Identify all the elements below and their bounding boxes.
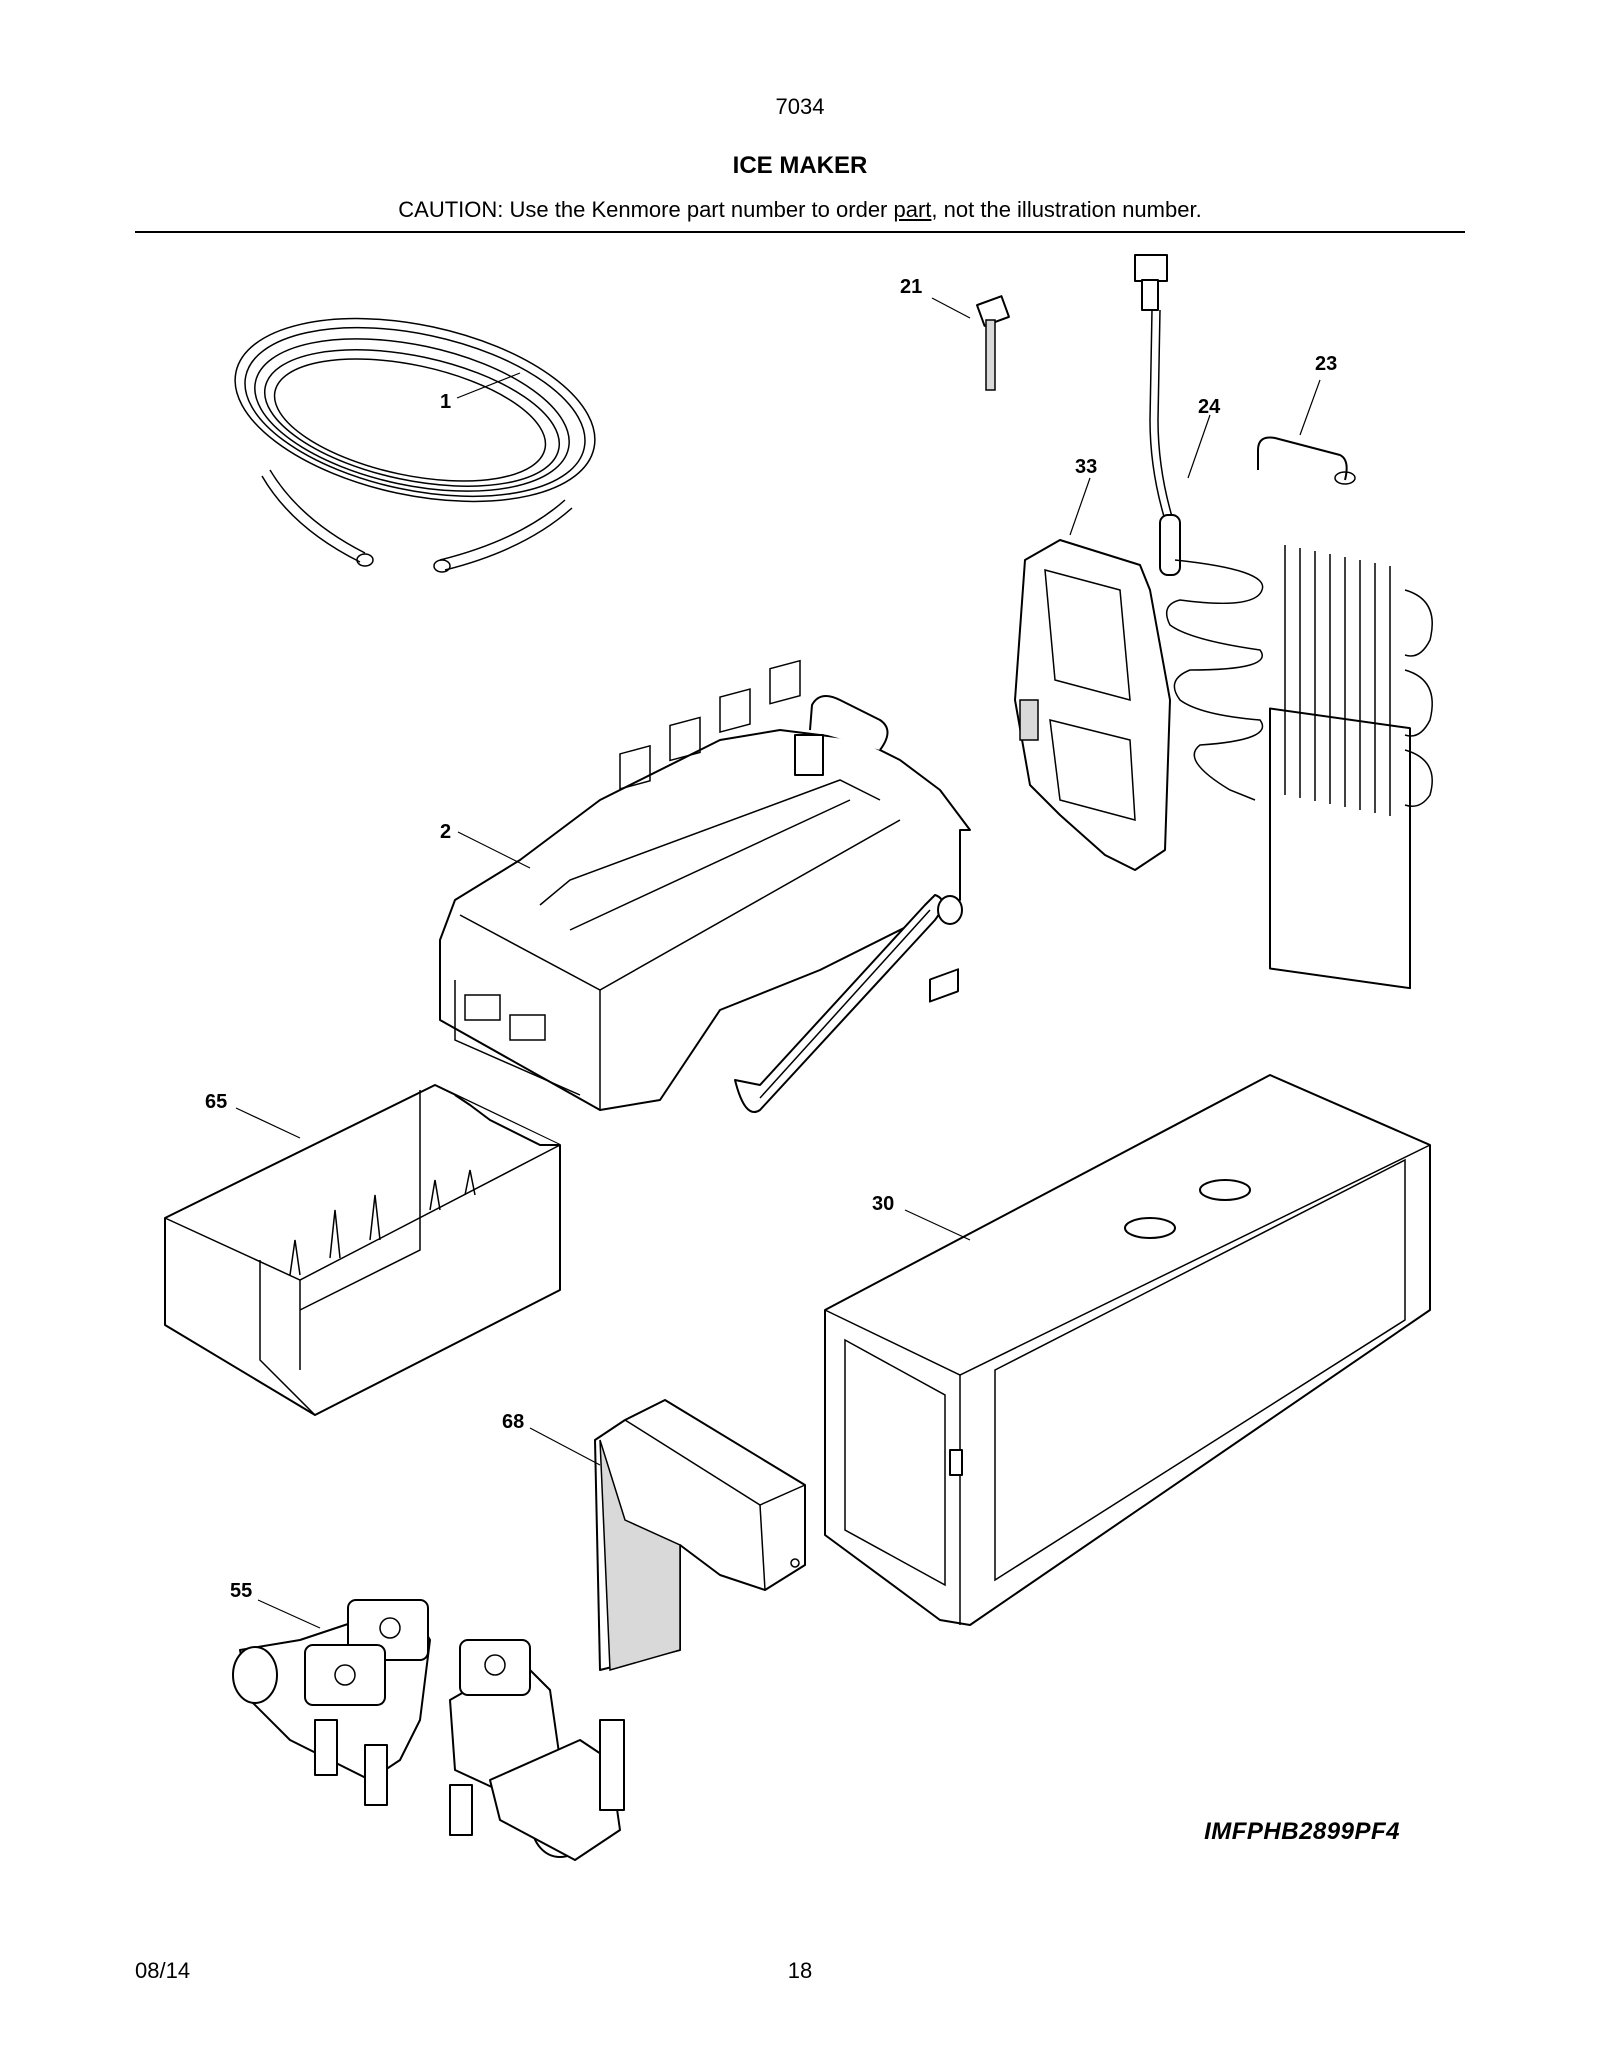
callout-21: 21 xyxy=(900,276,922,298)
connector-plug-icon xyxy=(976,295,1010,391)
model-code: IMFPHB2899PF4 xyxy=(1204,1818,1400,1845)
footer-page-number: 18 xyxy=(787,1958,813,1983)
callout-leader-lines xyxy=(235,297,1321,1629)
caution-part-link: part xyxy=(893,197,932,222)
ice-maker-bracket-icon xyxy=(1014,539,1171,871)
wire-harness-icon xyxy=(1134,254,1181,576)
callout-23: 23 xyxy=(1315,353,1337,375)
callout-33: 33 xyxy=(1075,456,1097,478)
callout-55: 55 xyxy=(230,1580,252,1602)
callout-30: 30 xyxy=(872,1193,894,1215)
caution-text-start: CAUTION: Use the Kenmore part number to … xyxy=(398,197,894,222)
chute-cover-icon xyxy=(594,1399,806,1671)
callout-68: 68 xyxy=(502,1411,524,1433)
footer-date: 08/14 xyxy=(135,1958,191,1983)
callout-24: 24 xyxy=(1198,396,1221,418)
callout-1: 1 xyxy=(440,391,451,413)
ice-box-housing-icon xyxy=(824,968,1431,1626)
header-divider xyxy=(135,231,1465,233)
evaporator-coil-icon xyxy=(1165,436,1433,990)
caution-text-end: , not the illustration number. xyxy=(931,197,1202,222)
callout-2: 2 xyxy=(440,821,451,843)
callout-65: 65 xyxy=(205,1091,227,1113)
ice-bucket-icon xyxy=(164,1084,561,1416)
water-valve-icon xyxy=(232,1599,625,1861)
page-title: ICE MAKER xyxy=(732,152,868,179)
page-code: 7034 xyxy=(775,94,825,119)
ice-maker-assembly-icon xyxy=(439,659,971,1113)
water-tube-coil-icon xyxy=(234,317,596,573)
caution-note: CAUTION: Use the Kenmore part number to … xyxy=(0,197,1600,223)
